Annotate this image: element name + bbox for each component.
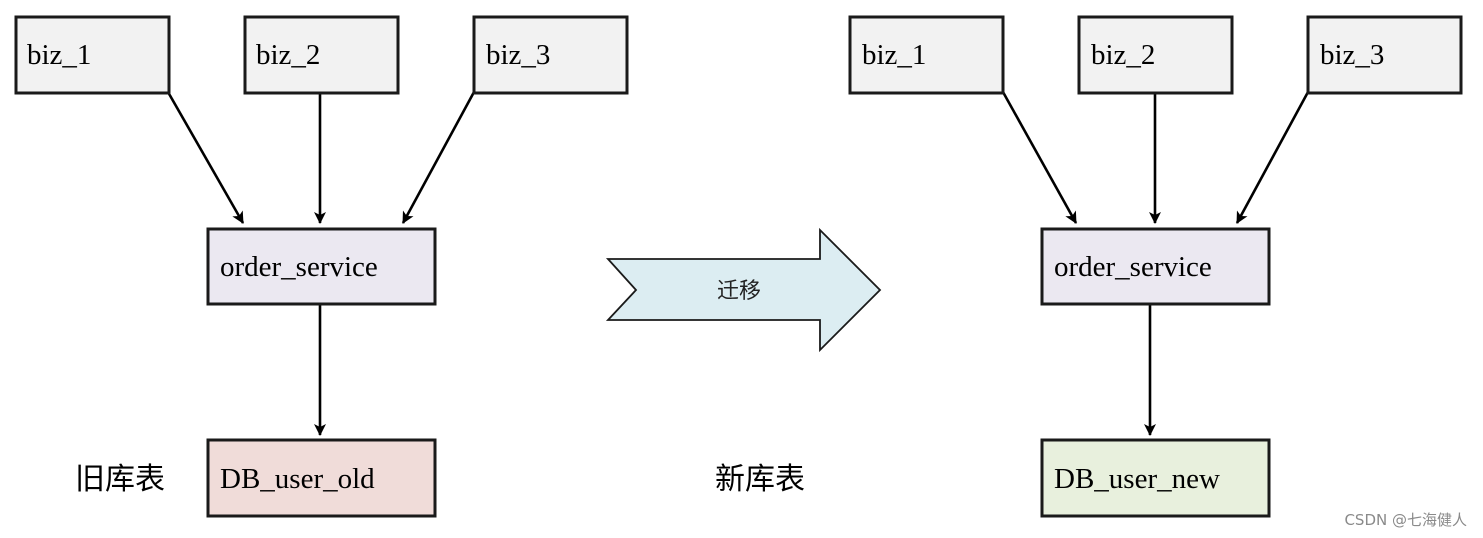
- left-caller-label-3: biz_3: [486, 39, 550, 71]
- right-service-label: order_service: [1054, 251, 1212, 283]
- right-caller-label-3: biz_3: [1320, 39, 1384, 71]
- right-caller-box-2: biz_2: [1077, 15, 1234, 95]
- old-db-caption: 旧库表: [75, 462, 165, 497]
- migration-arrow-shape: [605, 227, 882, 353]
- left-caller-label-2: biz_2: [256, 39, 320, 71]
- left-service-box: order_service: [206, 227, 437, 306]
- watermark: CSDN @七海健人: [1344, 511, 1467, 529]
- migration-arrow: 迁移: [605, 227, 882, 353]
- right-db-box: DB_user_new: [1040, 438, 1271, 518]
- right-caller-box-3: biz_3: [1306, 15, 1463, 95]
- right-service-box: order_service: [1040, 227, 1271, 306]
- edge-left-biz1-to-service: [166, 91, 245, 224]
- left-diagram: biz_1 biz_2 biz_3 order_service DB_user_…: [14, 15, 629, 518]
- edge-left-biz3-to-service: [401, 91, 476, 224]
- right-diagram: biz_1 biz_2 biz_3 order_service DB_user_…: [848, 15, 1463, 518]
- left-caller-box-1: biz_1: [14, 15, 171, 95]
- left-service-label: order_service: [220, 251, 378, 283]
- edge-right-biz3-to-service: [1235, 91, 1310, 224]
- left-caller-label-1: biz_1: [27, 39, 91, 71]
- right-caller-box-1: biz_1: [848, 15, 1005, 95]
- left-db-box: DB_user_old: [206, 438, 437, 518]
- migration-label: 迁移: [717, 279, 761, 304]
- left-db-label: DB_user_old: [220, 463, 375, 495]
- new-db-caption: 新库表: [715, 462, 805, 497]
- left-caller-box-3: biz_3: [472, 15, 629, 95]
- right-db-label: DB_user_new: [1054, 463, 1220, 495]
- right-caller-label-2: biz_2: [1091, 39, 1155, 71]
- edge-right-biz1-to-service: [1001, 91, 1078, 224]
- left-caller-box-2: biz_2: [243, 15, 400, 95]
- right-caller-label-1: biz_1: [862, 39, 926, 71]
